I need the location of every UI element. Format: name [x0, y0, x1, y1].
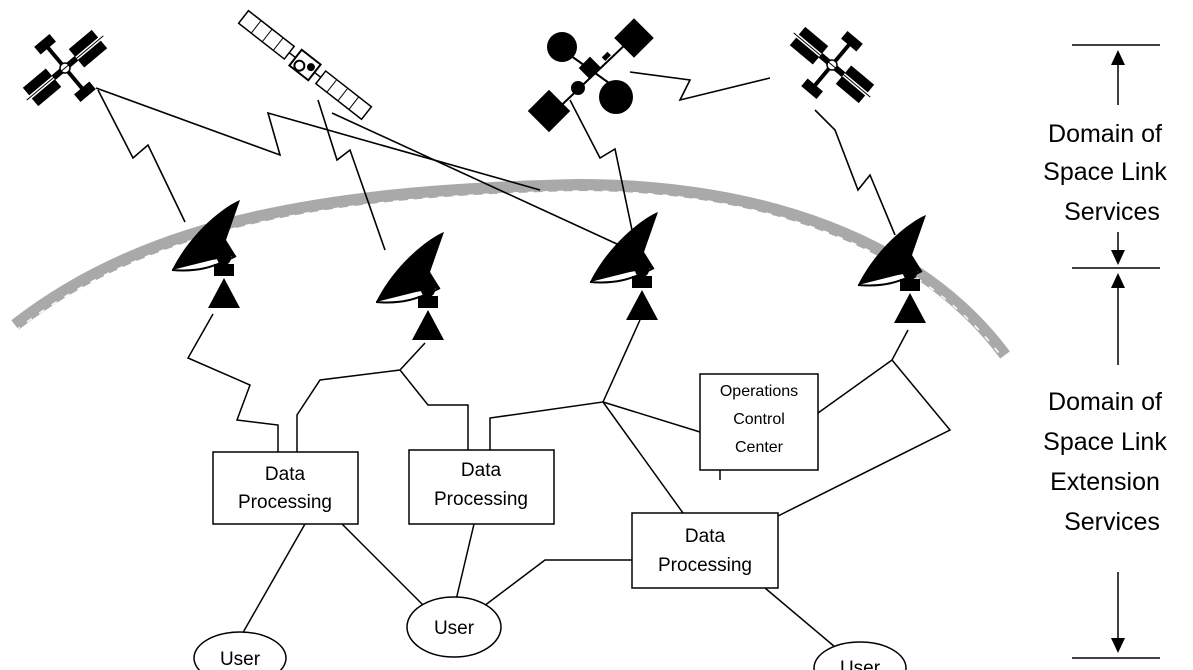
space-links — [95, 71, 896, 251]
satellite-cross-icon — [527, 18, 654, 133]
data-processing-box-1: Data Processing — [212, 451, 359, 525]
occ-line1: Operations — [720, 383, 798, 400]
domain1-line1: Domain of — [1048, 120, 1162, 148]
domain1-line3: Services — [1064, 198, 1160, 226]
dp1-line2: Processing — [238, 492, 332, 513]
domain2-line4: Services — [1064, 508, 1160, 536]
dp3-line1: Data — [685, 526, 726, 547]
user-ellipse-1: User — [193, 631, 287, 670]
dp3-line2: Processing — [658, 555, 752, 576]
domain1-line2: Space Link — [1043, 158, 1167, 186]
occ-line2: Control — [733, 411, 785, 428]
satellite-iss-right-icon — [789, 26, 875, 104]
user-label-2: User — [434, 618, 475, 639]
satellite-probe-icon — [237, 9, 373, 121]
user-label-3: User — [840, 658, 881, 670]
domain-scale — [1072, 44, 1160, 659]
domain-extension-services-label: Domain of Space Link Extension Services — [1043, 388, 1167, 536]
user-label-1: User — [220, 649, 261, 670]
ground-network-lines — [186, 313, 952, 648]
domain-space-link-services-label: Domain of Space Link Services — [1043, 120, 1167, 226]
domain2-line3: Extension — [1050, 468, 1160, 496]
data-processing-box-2: Data Processing — [408, 449, 555, 525]
dp2-line2: Processing — [434, 489, 528, 510]
ground-station-dish-4-icon — [857, 214, 927, 324]
user-ellipse-3: User — [813, 641, 907, 670]
dp1-line1: Data — [265, 464, 306, 485]
occ-line3: Center — [735, 439, 784, 456]
dp2-line1: Data — [461, 460, 502, 481]
ground-station-dish-3-icon — [589, 211, 659, 321]
domain2-line2: Space Link — [1043, 428, 1167, 456]
user-ellipse-2: User — [406, 596, 502, 658]
ground-station-dish-2-icon — [375, 231, 445, 341]
satellite-iss-left-icon — [22, 29, 108, 107]
domain2-line1: Domain of — [1048, 388, 1162, 416]
operations-control-center-box: Operations Control Center — [699, 373, 819, 471]
data-processing-box-3: Data Processing — [631, 512, 779, 589]
earth-horizon — [11, 178, 1010, 362]
